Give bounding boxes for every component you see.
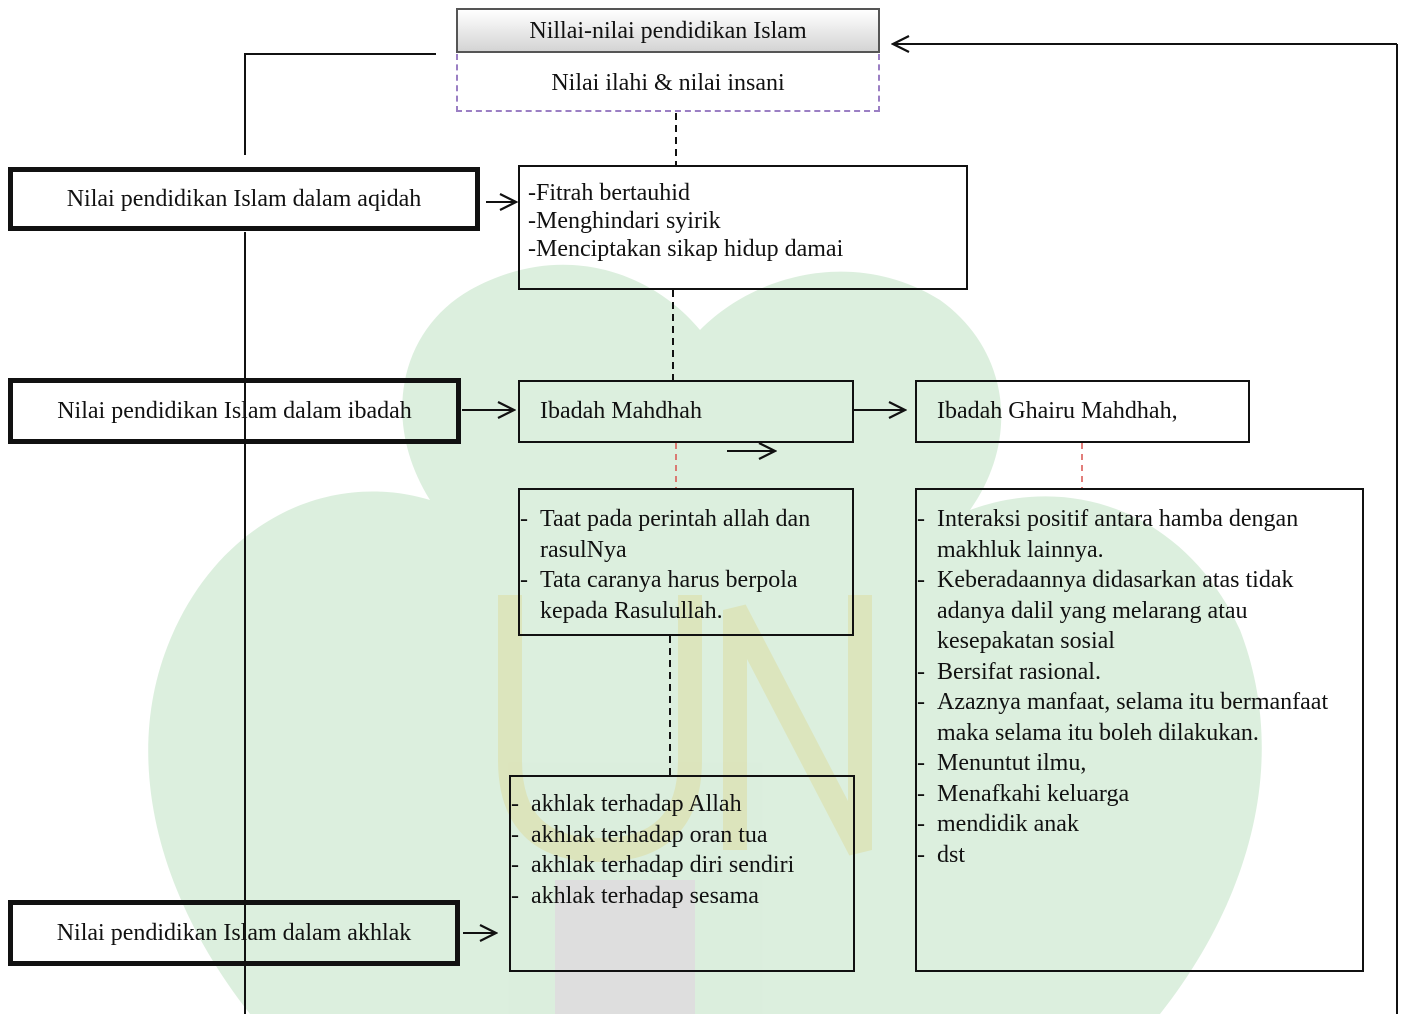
subtitle-box: Nilai ilahi & nilai insani [456,54,880,112]
label-akhlak: Nilai pendidikan Islam dalam akhlak [8,900,460,966]
aqidah-points-box: -Fitrah bertauhid -Menghindari syirik -M… [518,165,968,290]
list-item: Bersifat rasional. [917,657,1348,688]
list-item: Menafkahi keluarga [917,779,1348,810]
list-item: akhlak terhadap diri sendiri [511,850,853,881]
list-item: mendidik anak [917,809,1348,840]
label-ibadah: Nilai pendidikan Islam dalam ibadah [8,378,461,444]
list-item: Taat pada perintah allah dan rasulNya [520,504,844,565]
list-item: dst [917,840,1348,871]
list-item: Tata caranya harus berpola kepada Rasulu… [520,565,844,626]
title-box: Nillai-nilai pendidikan Islam [456,8,880,53]
list-item: Keberadaannya didasarkan atas tidak adan… [917,565,1348,657]
list-item: Interaksi positif antara hamba dengan ma… [917,504,1348,565]
subtitle-text: Nilai ilahi & nilai insani [551,70,785,96]
list-item: akhlak terhadap Allah [511,789,853,820]
mahdhah-points-box: Taat pada perintah allah dan rasulNya Ta… [518,488,854,636]
ibadah-mahdhah-box: Ibadah Mahdhah [518,380,854,443]
list-item: akhlak terhadap sesama [511,881,853,912]
ghairu-points-box: Interaksi positif antara hamba dengan ma… [915,488,1364,972]
akhlak-points-box: akhlak terhadap Allah akhlak terhadap or… [509,775,855,972]
title-text: Nillai-nilai pendidikan Islam [529,17,807,44]
list-item: Azaznya manfaat, selama itu bermanfaat m… [917,687,1348,748]
list-item: akhlak terhadap oran tua [511,820,853,851]
list-item: -Menciptakan sikap hidup damai [528,236,844,262]
list-item: -Fitrah bertauhid [528,180,690,206]
list-item: -Menghindari syirik [528,208,721,234]
label-aqidah: Nilai pendidikan Islam dalam aqidah [8,167,480,231]
left-frame-line [244,53,436,155]
ibadah-ghairu-box: Ibadah Ghairu Mahdhah, [915,380,1250,443]
list-item: Menuntut ilmu, [917,748,1348,779]
